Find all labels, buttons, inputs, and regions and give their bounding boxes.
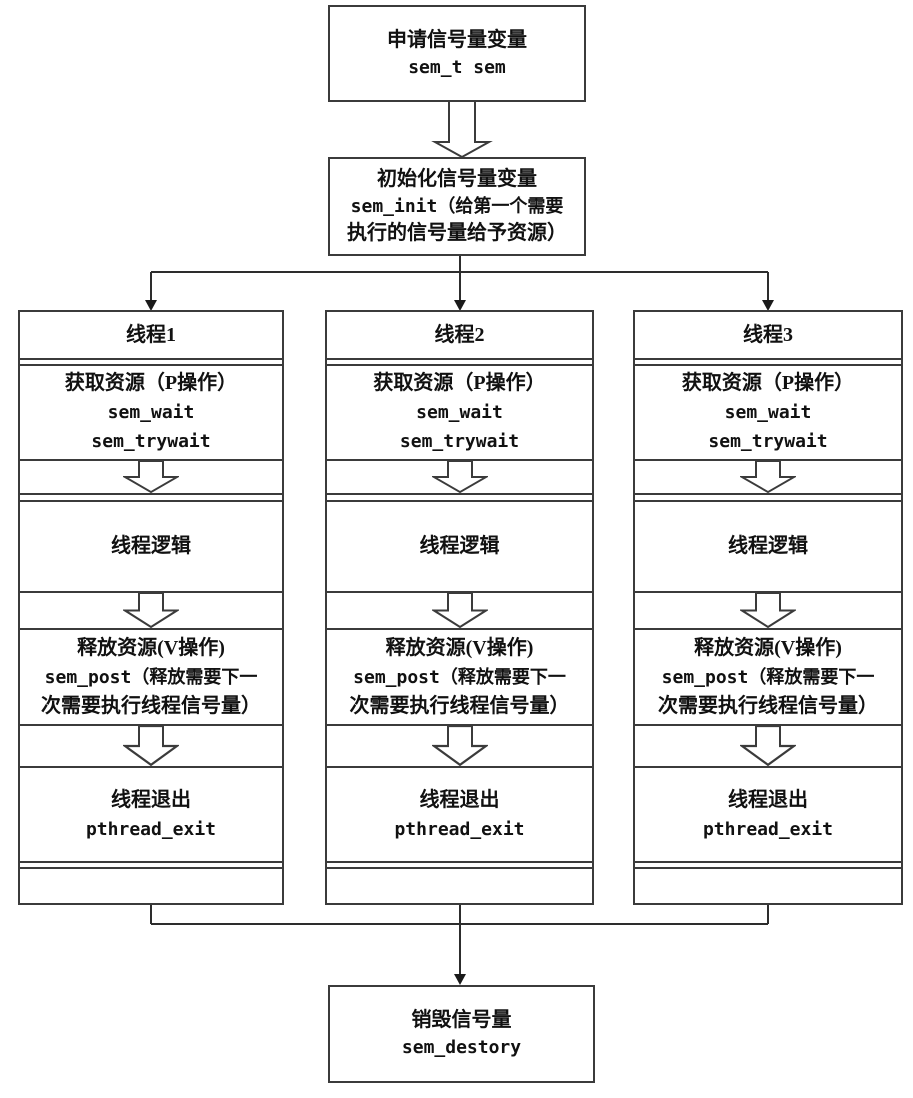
thread-2-exit-row: 线程退出 pthread_exit (327, 768, 592, 863)
thread-3-title-row: 线程3 (635, 312, 901, 360)
init-code-1: sem_init（给第一个需要 (350, 196, 564, 217)
arrow-row (20, 726, 282, 768)
exit-code: pthread_exit (85, 818, 217, 840)
release-code-2: 次需要执行线程信号量） (349, 694, 570, 717)
thread-column-2: 线程2 获取资源（P操作） sem_wait sem_trywait 线程逻辑 … (325, 310, 594, 905)
divider-strip (327, 495, 592, 502)
node-destroy-semaphore: 销毁信号量 sem_destory (328, 985, 595, 1083)
acquire-code-2: sem_trywait (91, 431, 211, 452)
acquire-label: 获取资源（P操作） (373, 372, 546, 394)
thread-3-logic-row: 线程逻辑 (635, 502, 901, 593)
acquire-code-2: sem_trywait (708, 431, 828, 452)
exit-label: 线程退出 (419, 788, 500, 811)
init-code-2: 执行的信号量给予资源） (347, 222, 567, 244)
arrow-row (20, 461, 282, 495)
thread-2-logic-row: 线程逻辑 (327, 502, 592, 593)
release-label: 释放资源(V操作) (385, 636, 534, 659)
thread-1-title-row: 线程1 (20, 312, 282, 360)
thread-1-release-row: 释放资源(V操作) sem_post（释放需要下一 次需要执行线程信号量） (20, 630, 282, 726)
hollow-down-arrow-icon (123, 461, 179, 493)
arrow-row (327, 593, 592, 630)
hollow-down-arrow-icon (431, 593, 488, 628)
exit-code: pthread_exit (702, 818, 834, 840)
release-code-1: sem_post（释放需要下一 (44, 666, 258, 688)
declare-label: 申请信号量变量 (387, 28, 527, 51)
divider-strip (20, 360, 282, 366)
exit-code: pthread_exit (394, 818, 525, 840)
release-label: 释放资源(V操作) (694, 636, 842, 659)
release-code-2: 次需要执行线程信号量） (41, 694, 261, 717)
thread-2-title-row: 线程2 (327, 312, 592, 360)
hollow-down-arrow-icon (123, 726, 179, 766)
hollow-down-arrow-icon (123, 593, 179, 628)
thread-1-exit-row: 线程退出 pthread_exit (20, 768, 282, 863)
arrowhead-destroy (454, 974, 466, 985)
exit-label: 线程退出 (728, 788, 808, 811)
divider-strip (327, 360, 592, 366)
arrow-row (20, 593, 282, 630)
divider-strip (635, 863, 901, 869)
thread-column-3: 线程3 获取资源（P操作） sem_wait sem_trywait 线程逻辑 … (633, 310, 903, 905)
empty-strip (20, 869, 282, 903)
acquire-label: 获取资源（P操作） (64, 372, 238, 394)
thread-3-release-row: 释放资源(V操作) sem_post（释放需要下一 次需要执行线程信号量） (635, 630, 901, 726)
declare-code: sem_t sem (408, 56, 506, 78)
hollow-down-arrow-icon (431, 100, 493, 159)
node-declare-semaphore: 申请信号量变量 sem_t sem (328, 5, 586, 102)
divider-strip (635, 495, 901, 502)
release-code-2: 次需要执行线程信号量） (658, 694, 878, 717)
thread-2-release-row: 释放资源(V操作) sem_post（释放需要下一 次需要执行线程信号量） (327, 630, 592, 726)
empty-strip (635, 869, 901, 903)
thread-column-1: 线程1 获取资源（P操作） sem_wait sem_trywait 线程逻辑 … (18, 310, 284, 905)
release-label: 释放资源(V操作) (77, 636, 225, 659)
acquire-code-2: sem_trywait (399, 431, 520, 452)
exit-label: 线程退出 (111, 788, 191, 811)
arrow-row (327, 726, 592, 768)
hollow-down-arrow-icon (740, 726, 796, 766)
release-code-1: sem_post（释放需要下一 (661, 666, 875, 688)
destroy-code: sem_destory (401, 1037, 522, 1058)
hollow-down-arrow-icon (740, 593, 796, 628)
thread-title: 线程1 (126, 323, 176, 346)
arrow-row (635, 461, 901, 495)
empty-strip (327, 869, 592, 903)
acquire-code-1: sem_wait (724, 402, 812, 423)
divider-strip (20, 863, 282, 869)
destroy-label: 销毁信号量 (411, 1009, 512, 1031)
hollow-down-arrow-icon (431, 726, 488, 766)
divider-strip (327, 863, 592, 869)
logic-label: 线程逻辑 (111, 535, 191, 557)
node-init-semaphore: 初始化信号量变量 sem_init（给第一个需要 执行的信号量给予资源） (328, 157, 586, 256)
acquire-label: 获取资源（P操作） (681, 372, 855, 394)
thread-2-acquire-row: 获取资源（P操作） sem_wait sem_trywait (327, 366, 592, 461)
arrow-row (635, 593, 901, 630)
divider-strip (20, 495, 282, 502)
logic-label: 线程逻辑 (728, 535, 808, 557)
release-code-1: sem_post（释放需要下一 (353, 666, 566, 688)
thread-title: 线程3 (743, 323, 793, 346)
merge-connector-line (150, 904, 769, 977)
hollow-down-arrow-icon (740, 461, 796, 493)
hollow-down-arrow-icon (431, 461, 488, 493)
thread-3-acquire-row: 获取资源（P操作） sem_wait sem_trywait (635, 366, 901, 461)
arrow-row (327, 461, 592, 495)
arrow-row (635, 726, 901, 768)
branch-connector-line (150, 255, 769, 303)
divider-strip (635, 360, 901, 366)
acquire-code-1: sem_wait (107, 402, 195, 423)
thread-3-exit-row: 线程退出 pthread_exit (635, 768, 901, 863)
logic-label: 线程逻辑 (419, 535, 500, 557)
thread-title: 线程2 (434, 323, 485, 346)
init-label: 初始化信号量变量 (377, 168, 537, 190)
thread-1-logic-row: 线程逻辑 (20, 502, 282, 593)
acquire-code-1: sem_wait (416, 402, 503, 423)
thread-1-acquire-row: 获取资源（P操作） sem_wait sem_trywait (20, 366, 282, 461)
